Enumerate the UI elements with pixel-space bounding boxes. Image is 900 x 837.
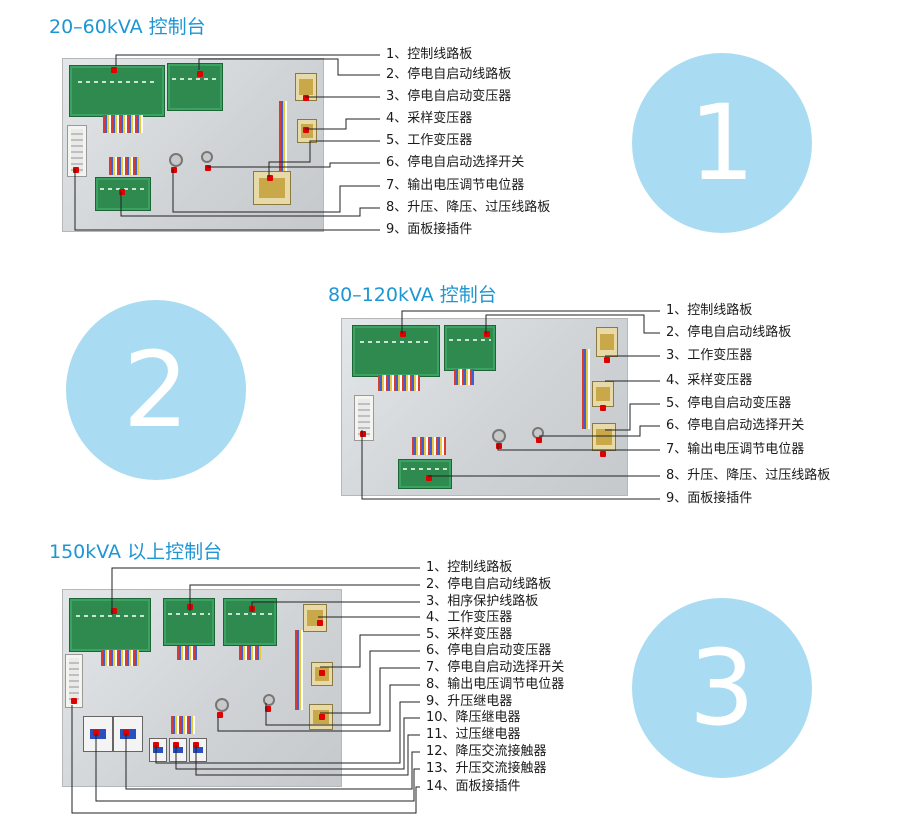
leader-lines	[74, 54, 380, 231]
label-6: 6、停电自启动选择开关	[386, 155, 525, 170]
label-11: 11、过压继电器	[426, 727, 521, 742]
label-1: 1、控制线路板	[386, 47, 473, 62]
voltage-potentiometer	[215, 698, 229, 712]
wire-bundle	[177, 646, 197, 660]
wire-bundle	[171, 716, 195, 734]
wire-bundle	[582, 349, 590, 429]
label-3: 3、工作变压器	[666, 348, 753, 363]
transformer-4	[592, 381, 614, 407]
label-14: 14、面板接插件	[426, 779, 521, 794]
wire-bundle	[109, 157, 139, 175]
wire-bundle	[454, 369, 474, 385]
control-panel-photo	[341, 318, 628, 496]
wire-bundle	[295, 630, 303, 710]
label-3: 3、停电自启动变压器	[386, 89, 512, 104]
wire-bundle	[279, 101, 287, 171]
label-2: 2、停电自启动线路板	[386, 67, 512, 82]
label-3: 3、相序保护线路板	[426, 594, 539, 609]
wire-bundle	[412, 437, 446, 455]
panel-connector	[65, 654, 83, 708]
section-number-badge: 2	[66, 300, 246, 480]
label-13: 13、升压交流接触器	[426, 761, 547, 776]
control-panel-photo	[62, 589, 342, 787]
section-number-badge: 1	[632, 53, 812, 233]
label-1: 1、控制线路板	[426, 560, 513, 575]
section-20-60kva: 20–60kVA 控制台 1、控制线路板 2、停电自启动线路板	[0, 0, 900, 255]
label-1: 1、控制线路板	[666, 303, 753, 318]
label-6: 6、停电自启动选择开关	[666, 418, 805, 433]
label-12: 12、降压交流接触器	[426, 744, 547, 759]
label-5: 5、工作变压器	[386, 133, 473, 148]
section-title: 80–120kVA 控制台	[328, 284, 497, 306]
wire-bundle	[239, 646, 261, 660]
transformer-5	[592, 423, 616, 451]
label-8: 8、升压、降压、过压线路板	[386, 200, 551, 215]
label-7: 7、输出电压调节电位器	[666, 442, 805, 457]
label-8: 8、升压、降压、过压线路板	[666, 468, 831, 483]
panel-connector	[354, 395, 374, 441]
section-number-badge: 3	[632, 598, 812, 778]
power-failure-restart-board	[167, 63, 223, 111]
label-7: 7、停电自启动选择开关	[426, 660, 565, 675]
label-2: 2、停电自启动线路板	[426, 577, 552, 592]
wire-bundle	[101, 650, 139, 666]
label-5: 5、采样变压器	[426, 627, 513, 642]
label-9: 9、面板接插件	[666, 491, 753, 506]
label-9: 9、升压继电器	[426, 694, 513, 709]
section-title: 20–60kVA 控制台	[49, 16, 206, 38]
label-2: 2、停电自启动线路板	[666, 325, 792, 340]
label-7: 7、输出电压调节电位器	[386, 178, 525, 193]
transformer-3	[596, 327, 618, 357]
leader-lines	[361, 310, 660, 500]
selector-switch	[201, 151, 213, 163]
phase-protection-board	[223, 598, 277, 646]
wire-bundle	[378, 375, 420, 391]
voltage-potentiometer	[169, 153, 183, 167]
leader-lines	[71, 567, 420, 814]
control-circuit-board	[352, 325, 440, 377]
section-80-120kva: 80–120kVA 控制台 2 1、控制线路板	[0, 270, 900, 520]
voltage-potentiometer	[492, 429, 506, 443]
label-8: 8、输出电压调节电位器	[426, 677, 565, 692]
label-5: 5、停电自启动变压器	[666, 396, 792, 411]
control-panel-photo	[62, 58, 324, 232]
label-6: 6、停电自启动变压器	[426, 643, 552, 658]
wire-bundle	[103, 115, 143, 133]
step-up-down-overvoltage-board	[398, 459, 452, 489]
section-150kva-plus: 150kVA 以上控制台	[0, 525, 900, 837]
label-4: 4、采样变压器	[386, 111, 473, 126]
power-failure-restart-board	[163, 598, 215, 646]
label-4: 4、工作变压器	[426, 610, 513, 625]
label-4: 4、采样变压器	[666, 373, 753, 388]
section-title: 150kVA 以上控制台	[49, 541, 223, 563]
panel-connector	[67, 125, 87, 177]
label-9: 9、面板接插件	[386, 222, 473, 237]
label-10: 10、降压继电器	[426, 710, 521, 725]
